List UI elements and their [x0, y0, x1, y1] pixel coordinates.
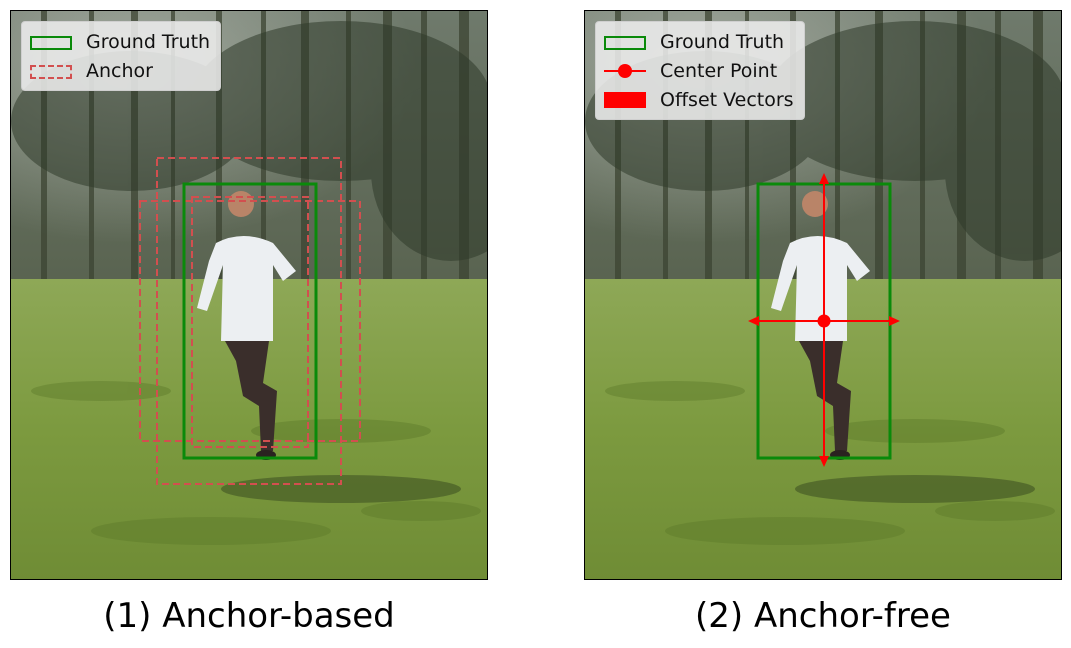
- anchor-box-tall: [156, 157, 342, 485]
- offset-vectors-swatch: [604, 92, 646, 108]
- ground-truth-swatch: [30, 35, 72, 50]
- caption-anchor-based: (1) Anchor-based: [103, 596, 395, 636]
- anchor-free-image: [585, 11, 1061, 579]
- legend-label: Ground Truth: [660, 30, 785, 53]
- center-point: [817, 314, 831, 328]
- runner-photo: [11, 11, 487, 579]
- anchor-based-panel: Ground Truth Anchor: [10, 10, 488, 580]
- legend: Ground Truth Center Point Offset Vectors: [595, 21, 805, 120]
- ground-truth-swatch: [604, 35, 646, 50]
- legend-item-ground-truth: Ground Truth: [30, 27, 210, 56]
- legend-item-offset-vectors: Offset Vectors: [604, 85, 794, 114]
- legend-label: Ground Truth: [86, 30, 211, 53]
- arrowhead-left: [748, 316, 759, 326]
- anchor-swatch: [30, 64, 72, 79]
- legend-label: Anchor: [86, 59, 153, 82]
- anchor-box-narrow: [191, 196, 309, 448]
- arrowhead-right: [889, 316, 900, 326]
- arrowhead-down: [819, 456, 829, 467]
- legend-item-ground-truth: Ground Truth: [604, 27, 794, 56]
- legend: Ground Truth Anchor: [21, 21, 222, 91]
- legend-item-center-point: Center Point: [604, 56, 794, 85]
- anchor-box-wide: [139, 200, 361, 442]
- legend-label: Offset Vectors: [660, 88, 794, 111]
- legend-item-anchor: Anchor: [30, 56, 210, 85]
- anchor-free-panel: Ground Truth Center Point Offset Vectors: [584, 10, 1062, 580]
- caption-anchor-free: (2) Anchor-free: [695, 596, 951, 636]
- ground-truth-box: [182, 182, 318, 460]
- arrowhead-up: [819, 173, 829, 184]
- anchor-based-image: [11, 11, 487, 579]
- legend-label: Center Point: [660, 59, 778, 82]
- center-point-swatch: [604, 62, 646, 80]
